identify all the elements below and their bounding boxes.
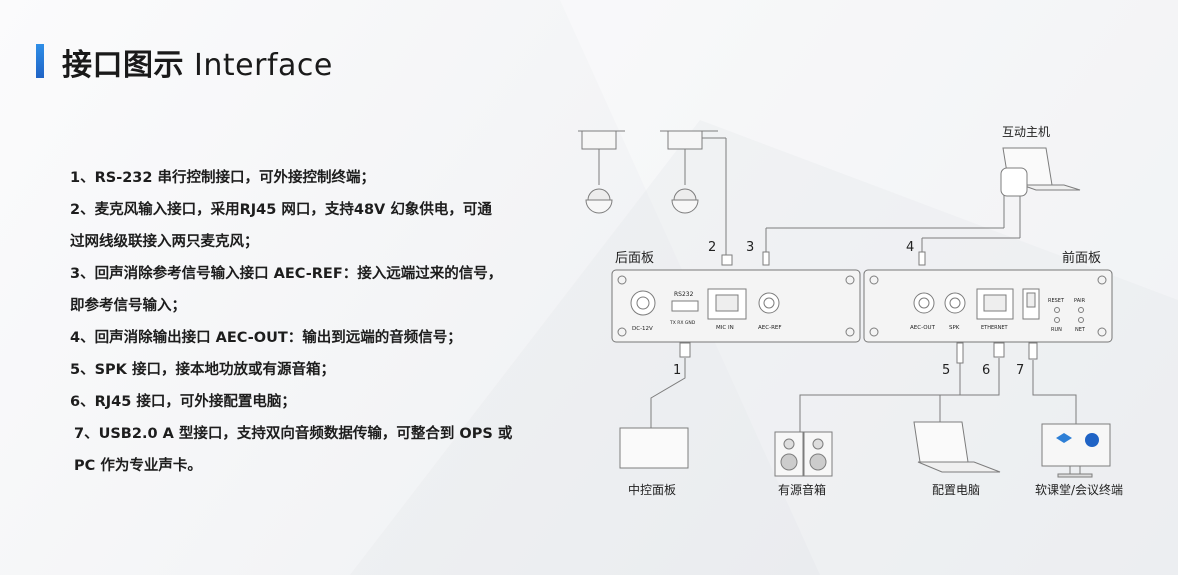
- rear-panel-label: 后面板: [615, 251, 654, 266]
- feature-item: 5、SPK 接口，接本地功放或有源音箱；: [70, 362, 335, 378]
- port-label-run: RUN: [1051, 327, 1062, 333]
- port-label-rs232-pins: TX RX GND: [669, 320, 696, 326]
- host-label: 互动主机: [1002, 125, 1050, 139]
- port-label-spk: SPK: [949, 325, 960, 331]
- callout-number: 2: [708, 240, 716, 255]
- port-label-rs232: RS232: [674, 291, 694, 298]
- terminal-logo-icon: [1056, 433, 1072, 443]
- port-label-aec-ref: AEC-REF: [758, 325, 782, 331]
- port-label-reset: RESET: [1048, 298, 1065, 304]
- feature-item: 6、RJ45 接口，可外接配置电脑；: [70, 394, 296, 410]
- port-label-dc: DC-12V: [632, 326, 653, 332]
- page-title: 接口图示 Interface: [62, 40, 333, 84]
- callout-number: 7: [1016, 363, 1024, 378]
- feature-item: 7、USB2.0 A 型接口，支持双向音频数据传输，可整合到 OPS 或: [74, 426, 513, 442]
- port-label-aec-out: AEC-OUT: [910, 325, 936, 331]
- interface-diagram: 互动主机 后面板 前面板 DC-12V RS232 TX RX GND MIC …: [578, 125, 1123, 497]
- feature-item: PC 作为专业声卡。: [74, 458, 202, 474]
- device-label-speaker: 有源音箱: [778, 482, 826, 497]
- title-accent-bar: [36, 44, 44, 78]
- feature-item: 1、RS-232 串行控制接口，可外接控制终端；: [70, 170, 376, 186]
- callout-number: 3: [746, 240, 754, 255]
- device-label-terminal: 软课堂/会议终端: [1035, 482, 1123, 497]
- callout-number: 5: [942, 363, 950, 378]
- port-label-net: NET: [1075, 327, 1086, 333]
- port-label-pair: PAIR: [1074, 298, 1086, 304]
- feature-item: 2、麦克风输入接口，采用RJ45 网口，支持48V 幻象供电，可通: [70, 202, 492, 218]
- device-label-pc: 配置电脑: [932, 483, 980, 497]
- terminal-app-icon: [1085, 433, 1099, 447]
- feature-list: 1、RS-232 串行控制接口，可外接控制终端； 2、麦克风输入接口，采用RJ4…: [70, 162, 540, 482]
- port-label-ethernet: ETHERNET: [981, 325, 1009, 331]
- page-title-cn: 接口图示: [62, 48, 184, 83]
- feature-item: 即参考信号输入；: [70, 298, 186, 314]
- port-label-mic-in: MIC IN: [716, 325, 734, 331]
- device-label-control-panel: 中控面板: [628, 482, 676, 497]
- feature-item: 3、回声消除参考信号输入接口 AEC-REF：接入远端过来的信号，: [70, 266, 503, 282]
- callout-number: 1: [673, 363, 681, 378]
- callout-number: 4: [906, 240, 914, 255]
- front-panel-label: 前面板: [1062, 250, 1101, 266]
- feature-item: 过网线级联接入两只麦克风；: [70, 234, 259, 250]
- page-title-en: Interface: [194, 48, 333, 83]
- feature-item: 4、回声消除输出接口 AEC-OUT：输出到远端的音频信号；: [70, 330, 462, 346]
- callout-number: 6: [982, 363, 990, 378]
